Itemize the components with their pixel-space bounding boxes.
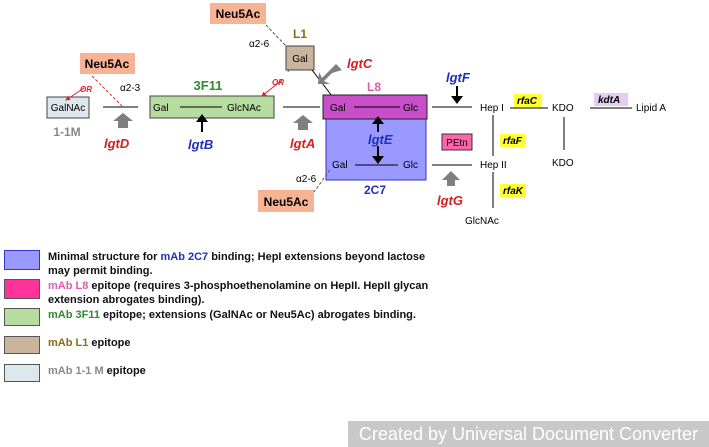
- or-arrow-3f11: [261, 79, 283, 97]
- gene-rfaF: rfaF: [503, 136, 523, 147]
- dashed-link-2c7: [313, 169, 331, 193]
- arrow-lgtD: [113, 113, 133, 128]
- legend-text-l1: mAb L1 epitope: [48, 337, 131, 349]
- lipid-a-label: Lipid A: [636, 103, 666, 114]
- legend-mab-l8: mAb L8: [48, 280, 89, 292]
- rfaC-highlight: [514, 94, 542, 107]
- linkage-a2-6-bottom: α2-6: [296, 174, 317, 185]
- arrow-lgtG: [442, 171, 460, 186]
- neu5ac-box-top: [210, 3, 266, 24]
- linkage-a2-6-top: α2-6: [249, 39, 270, 50]
- legend-item-l1: mAb L1 epitope: [4, 336, 448, 354]
- arrow-lgtE-down-head: [372, 156, 384, 164]
- rfaF-highlight: [500, 134, 526, 147]
- legend-swatch-l8: [4, 279, 40, 299]
- mab-3f11-label: 3F11: [194, 78, 223, 93]
- linkage-a2-3: α2-3: [120, 83, 141, 94]
- legend-item-2c7: Minimal structure for mAb 2C7 binding; H…: [4, 250, 448, 278]
- legend-swatch-1-1m: [4, 364, 40, 382]
- arrow-lgtA: [293, 115, 313, 130]
- neu5ac-label-left: Neu5Ac: [85, 57, 130, 71]
- legend-item-3f11: mAb 3F11 epitope; extensions (GalNAc or …: [4, 308, 468, 326]
- legend-mab-1-1m: mAb 1-1 M: [48, 365, 104, 377]
- neu5ac-label-top: Neu5Ac: [216, 7, 261, 21]
- legend-mab-2c7: mAb 2C7: [160, 251, 209, 263]
- gene-lgtC: lgtC: [347, 56, 373, 71]
- gene-lgtD: lgtD: [104, 136, 130, 151]
- legend-item-l8: mAb L8 epitope (requires 3-phosphoetheno…: [4, 279, 448, 307]
- legend-text-2c7: Minimal structure for mAb 2C7 binding; H…: [48, 251, 426, 277]
- or-arrow-left: [65, 87, 85, 101]
- glcnac-bottom-label: GlcNAc: [465, 216, 499, 227]
- watermark: Created by Universal Document Converter: [348, 421, 709, 447]
- legend-swatch-2c7: [4, 250, 40, 270]
- hep1-label: Hep I: [480, 103, 504, 114]
- legend-text-l8: mAb L8 epitope (requires 3-phosphoetheno…: [48, 280, 429, 306]
- or-label-left: OR: [80, 85, 92, 94]
- mab-l8-label: L8: [367, 80, 381, 94]
- galnac-label: GalNAc: [51, 103, 85, 114]
- kdo-label-top: KDO: [552, 103, 574, 114]
- legend-mab-l1: mAb L1: [48, 337, 89, 349]
- kdtA-highlight: [594, 93, 628, 106]
- legend-swatch-l1: [4, 336, 40, 354]
- gene-lgtE: lgtE: [368, 132, 393, 147]
- gal-label-l8: Gal: [330, 103, 346, 114]
- dashed-link-left: [91, 75, 123, 107]
- legend-mab-3f11: mAb 3F11: [48, 309, 100, 321]
- gene-rfaK: rfaK: [503, 186, 524, 197]
- legend-text-1-1m: mAb 1-1 M epitope: [48, 365, 146, 377]
- gene-lgtA: lgtA: [290, 136, 315, 151]
- kdo-label-bottom: KDO: [552, 158, 574, 169]
- gene-lgtG: lgtG: [437, 193, 463, 208]
- legend-swatch-3f11: [4, 308, 40, 326]
- gene-kdtA: kdtA: [598, 95, 620, 106]
- gene-lgtF: lgtF: [446, 70, 471, 85]
- neu5ac-label-bottom: Neu5Ac: [264, 195, 309, 209]
- glc-label-l8: Glc: [403, 103, 418, 114]
- legend-text-3f11: mAb 3F11 epitope; extensions (GalNAc or …: [48, 309, 416, 321]
- legend-item-1-1m: mAb 1-1 M epitope: [4, 364, 448, 382]
- arrow-lgtE-up-head: [372, 116, 384, 124]
- petn-box: [441, 133, 473, 151]
- gal-label-2c7: Gal: [332, 160, 348, 171]
- neu5ac-box-left: [80, 53, 135, 74]
- mab-2c7-label: 2C7: [364, 183, 386, 197]
- epitope-l1-box: [285, 45, 315, 71]
- arrow-lgtF-head: [451, 96, 463, 104]
- hep2-label: Hep II: [480, 160, 507, 171]
- gal-label-3f11: Gal: [153, 103, 169, 114]
- gene-lgtB: lgtB: [188, 137, 213, 152]
- neu5ac-box-bottom: [258, 190, 314, 212]
- arrow-lgtB-head: [196, 114, 208, 122]
- mab-l1-label: L1: [293, 27, 307, 41]
- gal-label-l1: Gal: [292, 54, 308, 65]
- arrow-lgtC: [318, 64, 342, 84]
- mab-1-1m-label: 1-1M: [53, 125, 80, 139]
- rfaK-highlight: [500, 184, 526, 197]
- or-label-3f11: OR: [272, 78, 284, 87]
- gene-rfaC: rfaC: [517, 96, 538, 107]
- glcnac-label: GlcNAc: [227, 103, 261, 114]
- glc-label-2c7: Glc: [403, 160, 418, 171]
- petn-label: PEtn: [446, 138, 468, 149]
